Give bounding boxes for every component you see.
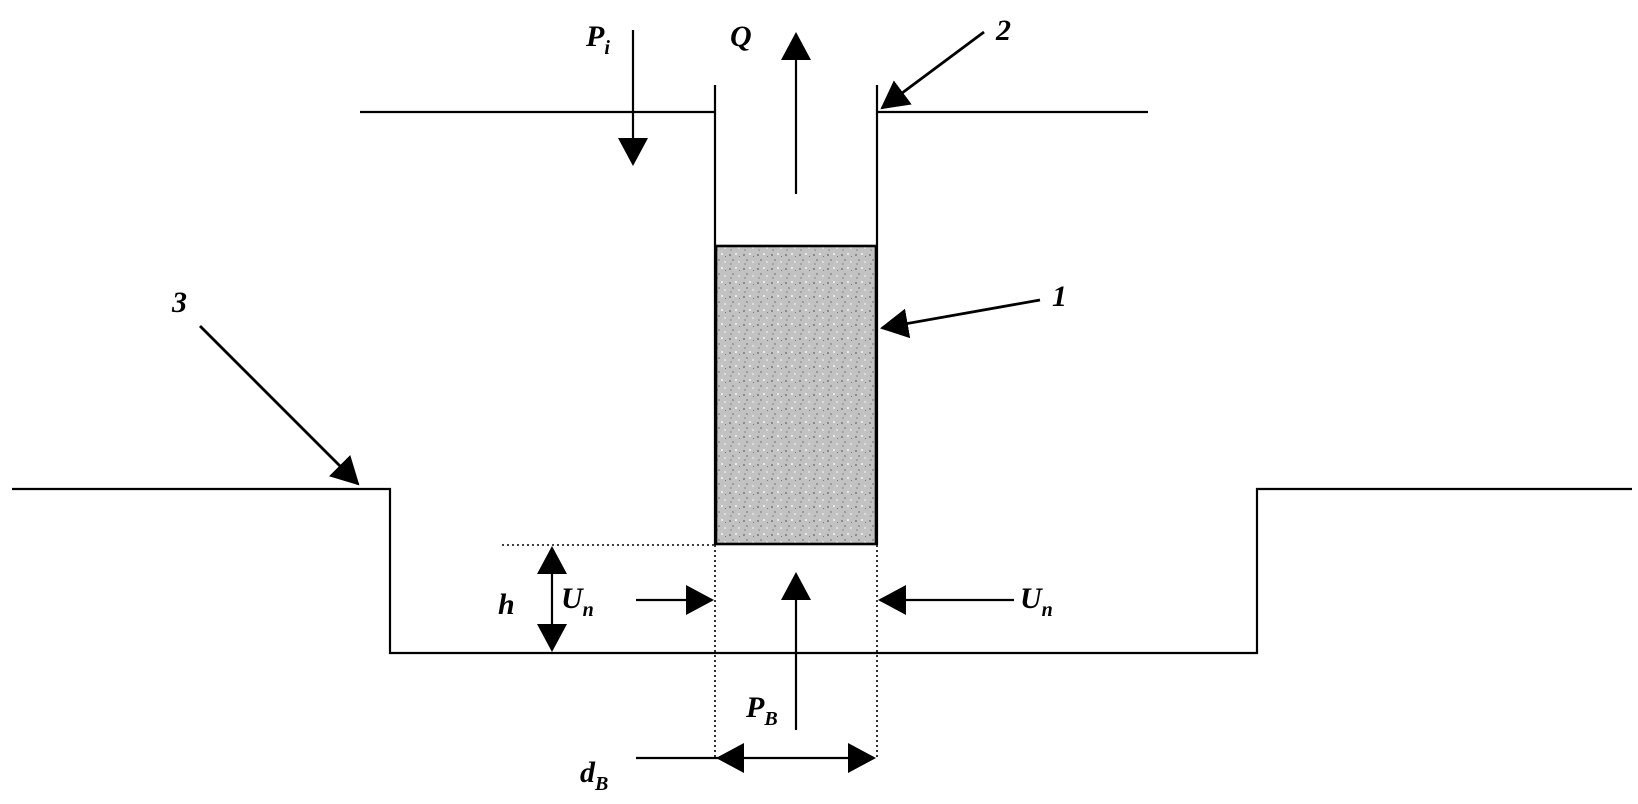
callout-1-leader <box>880 298 1041 339</box>
callout-3-label: 3 <box>171 286 187 319</box>
p-b-label: PB <box>745 691 778 730</box>
d-b-label: dB <box>580 756 608 795</box>
p-i-label: Pi <box>585 20 610 59</box>
q-label: Q <box>730 20 752 53</box>
h-label: h <box>498 588 515 621</box>
u-n-left-label: Un <box>561 582 594 621</box>
u-n-right-label: Un <box>1020 582 1053 621</box>
callout-1-label: 1 <box>1052 280 1067 313</box>
callout-2-leader <box>880 30 985 110</box>
callout-3-leader <box>199 325 360 486</box>
plug-block <box>714 244 878 546</box>
callout-2-label: 2 <box>995 14 1011 47</box>
trench-profile <box>12 487 1632 655</box>
